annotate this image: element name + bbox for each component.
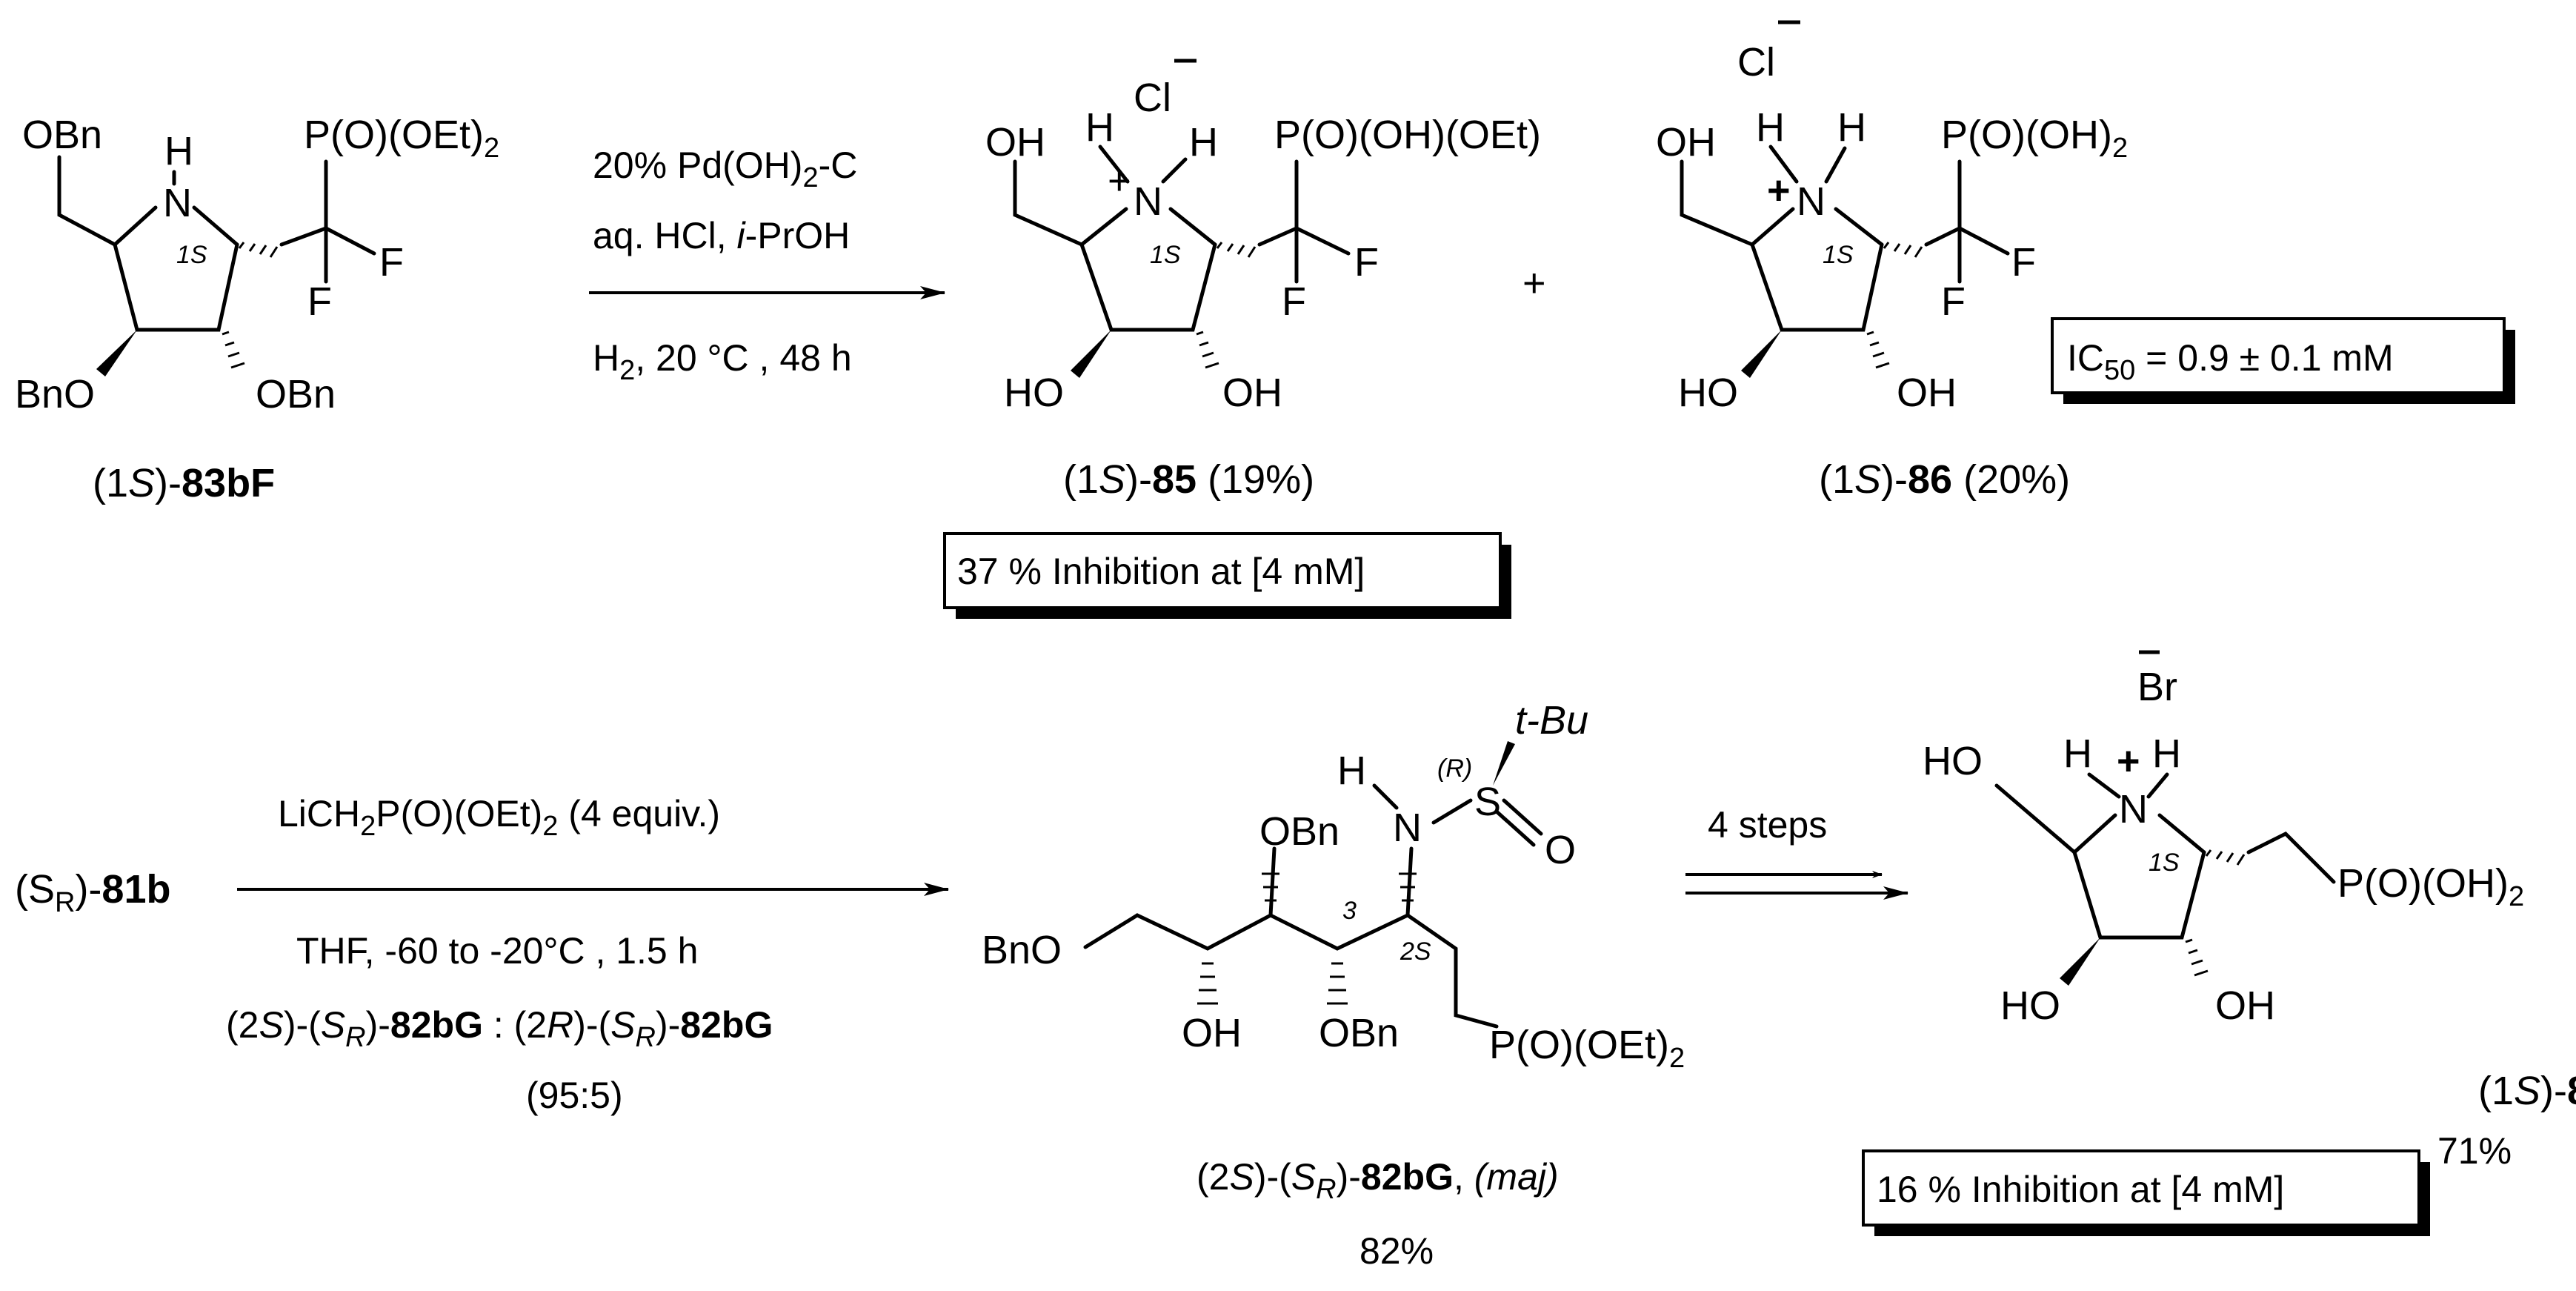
p87-plus: + [2117, 739, 2140, 783]
four-steps-label: 4 steps [1708, 804, 1827, 846]
p82-tbu: t-Bu [1515, 698, 1588, 743]
top-conditions: 20% Pd(OH)2-C aq. HCl, i-PrOH H2, 20 °C … [589, 145, 945, 386]
p86-oh: OH [1897, 371, 1957, 415]
p82-r: (R) [1437, 754, 1472, 783]
p86-cl: Cl [1737, 40, 1775, 84]
p87-ho-top: HO [1923, 739, 1983, 783]
sm-f1: F [379, 240, 404, 285]
compound-86: Cl OH H H + N 1S P(O)(OH)2 F F HO OH (1S… [1656, 20, 2515, 502]
p82-label-line2: 82% [1359, 1230, 1434, 1272]
p82-c2: 2S [1400, 937, 1431, 966]
p85-n: N [1134, 179, 1162, 224]
p87-inhibition: 16 % Inhibition at [4 mM] [1877, 1169, 2284, 1210]
p82-oh: OH [1182, 1011, 1242, 1055]
p82-phosphonate: P(O)(OEt)2 [1489, 1023, 1685, 1074]
p87-h1: H [2063, 731, 2092, 776]
p86-phosphonate: P(O)(OH)2 [1941, 113, 2128, 164]
p86-plus: + [1767, 168, 1791, 213]
p82-label-line1: (2S)-(SR)-82bG, (maj) [1197, 1156, 1559, 1205]
sm-nh-h: H [164, 129, 193, 173]
p87-ho: HO [2000, 983, 2060, 1028]
p82-h: H [1337, 749, 1366, 793]
compound-82bG: t-Bu H (R) N S O OBn BnO 3 2S OH OBn P(O… [982, 698, 1685, 1272]
p82-o: O [1545, 828, 1576, 872]
p85-oh-top: OH [985, 120, 1045, 165]
p87-label: (1S)-87 [2478, 1069, 2576, 1113]
p87-br: Br [2137, 665, 2177, 709]
p85-f2: F [1282, 279, 1306, 324]
p86-ic50-box [2051, 317, 2506, 394]
sm-bno: BnO [15, 372, 95, 416]
p87-h2: H [2152, 731, 2181, 776]
compound-85: Cl OH H H + N 1S P(O)(OH)(OEt) F F HO OH… [943, 59, 1541, 619]
p86-ic50: IC50 = 0.9 ± 0.1 mM [2067, 337, 2394, 386]
p87-n: N [2119, 787, 2148, 832]
p85-ho: HO [1004, 371, 1064, 415]
sm-n: N [163, 181, 192, 225]
p87-phosphonate: P(O)(OH)2 [2337, 861, 2524, 912]
p82-obn-top: OBn [1259, 809, 1339, 854]
sm-phosphonate: P(O)(OEt)2 [304, 113, 499, 164]
plus-sign: + [1522, 261, 1546, 305]
sm-label: (1S)-83bF [93, 461, 275, 505]
p86-oh-top: OH [1656, 120, 1716, 165]
compound-87: Br HO H H + N 1S P(O)(OH)2 HO OH (1S)-87… [1862, 650, 2576, 1236]
top-cond-line1: 20% Pd(OH)2-C [593, 145, 857, 193]
sm-81b: (SR)-81b [15, 867, 170, 918]
p86-stereo: 1S [1823, 241, 1854, 269]
p82-n: N [1393, 806, 1422, 850]
p86-ho: HO [1678, 371, 1738, 415]
p85-f1: F [1354, 240, 1379, 285]
p87-inhibition-box [1862, 1149, 2420, 1227]
p82-bno: BnO [982, 928, 1062, 972]
bottom-cond-line3: (2S)-(SR)-82bG : (2R)-(SR)-82bG [226, 1004, 773, 1053]
p85-stereo: 1S [1150, 241, 1181, 269]
p85-inhibition: 37 % Inhibition at [4 mM] [957, 551, 1365, 592]
p85-h2: H [1189, 120, 1218, 165]
p86-h1: H [1756, 105, 1785, 150]
p86-h2: H [1837, 105, 1866, 150]
p85-label: (1S)-85 (19%) [1063, 457, 1314, 502]
p85-oh: OH [1222, 371, 1282, 415]
four-steps-arrow: 4 steps [1685, 804, 1908, 900]
p85-cl: Cl [1134, 76, 1171, 120]
p87-oh: OH [2215, 983, 2275, 1028]
bottom-cond-line4: (95:5) [526, 1075, 623, 1116]
p82-obn-bottom: OBn [1319, 1011, 1399, 1055]
compound-83bF: OBn H N 1S P(O)(OEt)2 F F BnO OBn (1S)-8… [15, 113, 499, 505]
p87-stereo: 1S [2149, 849, 2180, 877]
p85-inhibition-box [943, 532, 1502, 609]
p86-f1: F [2011, 240, 2036, 285]
bottom-cond-line2: THF, -60 to -20°C , 1.5 h [296, 930, 698, 972]
p85-phosphonate: P(O)(OH)(OEt) [1274, 113, 1541, 157]
p82-s: S [1474, 780, 1501, 824]
sm-obn: OBn [256, 372, 336, 416]
top-cond-line2: aq. HCl, i-PrOH [593, 215, 850, 256]
p86-label: (1S)-86 (20%) [1819, 457, 2070, 502]
bottom-conditions: LiCH2P(O)(OEt)2 (4 equiv.) THF, -60 to -… [226, 793, 949, 1116]
p86-f2: F [1941, 279, 1966, 324]
sm-f2: F [307, 279, 332, 324]
p86-n: N [1797, 179, 1826, 224]
p82-c3: 3 [1342, 897, 1357, 925]
sm-stereo: 1S [176, 241, 207, 269]
sm-obn-top: OBn [22, 113, 102, 157]
p85-h1: H [1085, 105, 1114, 150]
bottom-cond-line1: LiCH2P(O)(OEt)2 (4 equiv.) [278, 793, 720, 842]
top-cond-line3: H2, 20 °C , 48 h [593, 337, 852, 386]
p87-yield: 71% [2437, 1130, 2512, 1172]
